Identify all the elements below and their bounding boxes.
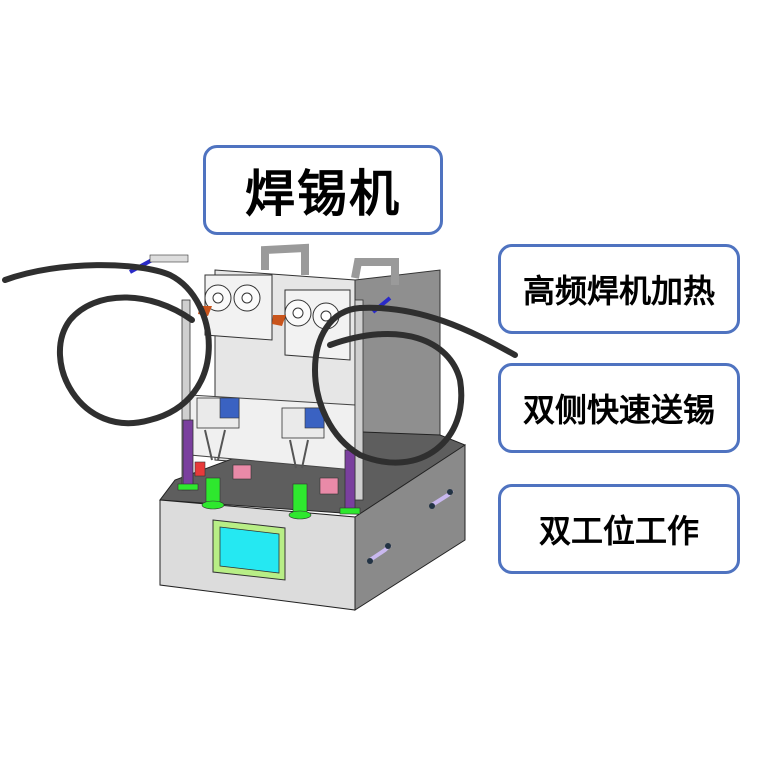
feature-label-heating: 高频焊机加热 — [498, 244, 740, 334]
touch-screen — [212, 519, 286, 581]
title-text: 焊锡机 — [245, 165, 401, 223]
solder-wire-cables — [2, 262, 518, 466]
title-label: 焊锡机 — [203, 145, 443, 235]
feature-text: 高频焊机加热 — [522, 272, 715, 310]
soldering-machine-illustration — [2, 243, 518, 611]
solder-head-right — [281, 407, 339, 520]
solder-head-left — [194, 397, 252, 510]
feature-label-feeding: 双侧快速送锡 — [498, 363, 740, 453]
feature-label-dual-station: 双工位工作 — [498, 484, 740, 574]
feature-text: 双侧快速送锡 — [522, 391, 715, 429]
side-handles — [367, 488, 454, 564]
feature-text: 双工位工作 — [538, 512, 699, 550]
top-handles — [261, 243, 399, 285]
